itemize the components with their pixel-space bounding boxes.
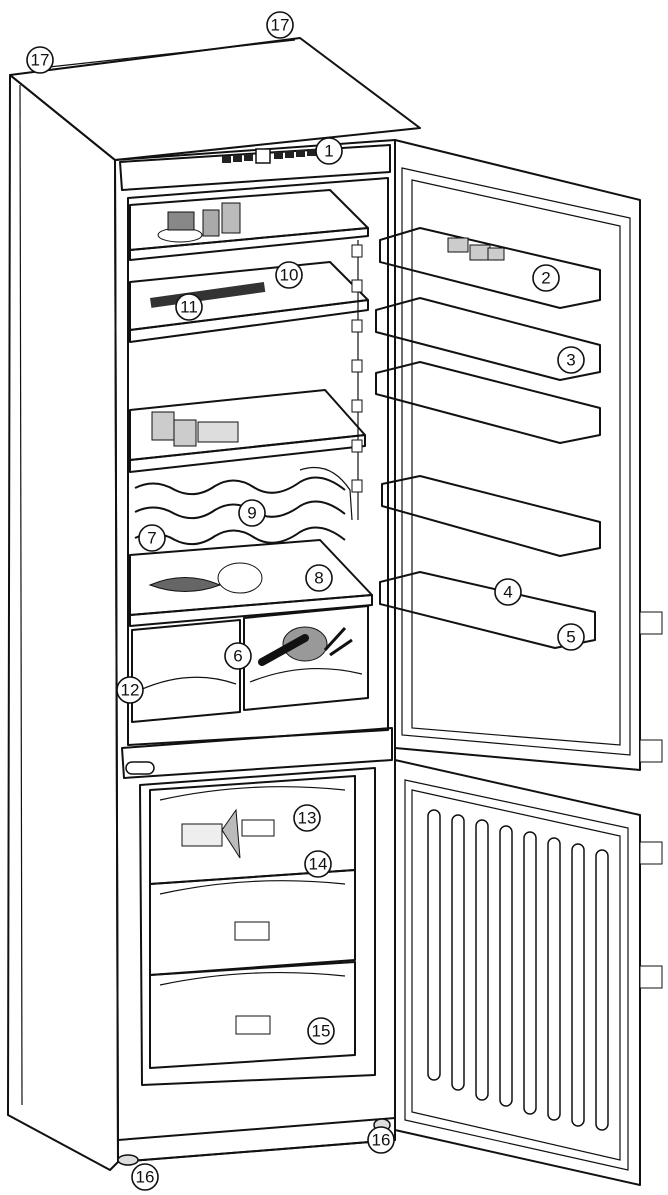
- callout-12: 12: [116, 676, 144, 704]
- callout-2: 2: [532, 264, 560, 292]
- callout-16-right: 16: [367, 1126, 395, 1154]
- freezer-door-ribs: [427, 809, 609, 1131]
- shelf-rails: [351, 240, 363, 520]
- callout-7: 7: [138, 524, 166, 552]
- callout-17-left: 17: [26, 46, 54, 74]
- svg-text:3: 3: [566, 351, 575, 370]
- freezer-drawers: [149, 775, 356, 1069]
- fridge-door: [394, 139, 663, 771]
- cabinet: [7, 37, 421, 1171]
- svg-text:14: 14: [309, 855, 328, 874]
- callout-3: 3: [557, 346, 585, 374]
- control-panel: [222, 148, 316, 164]
- svg-text:17: 17: [31, 51, 50, 70]
- callout-13: 13: [293, 804, 321, 832]
- door-bins: [375, 227, 601, 649]
- svg-text:10: 10: [280, 266, 299, 285]
- svg-text:15: 15: [312, 1022, 331, 1041]
- svg-text:1: 1: [324, 142, 333, 161]
- callout-9: 9: [238, 499, 266, 527]
- freezer-door: [394, 759, 663, 1186]
- callout-17-right: 17: [266, 11, 294, 39]
- svg-text:13: 13: [298, 809, 317, 828]
- svg-text:12: 12: [121, 681, 140, 700]
- svg-text:8: 8: [314, 569, 323, 588]
- callout-14: 14: [304, 850, 332, 878]
- svg-text:11: 11: [180, 298, 198, 317]
- svg-text:9: 9: [247, 504, 256, 523]
- svg-text:16: 16: [372, 1131, 391, 1150]
- callout-4: 4: [494, 578, 522, 606]
- callout-15: 15: [307, 1017, 335, 1045]
- svg-text:7: 7: [147, 529, 156, 548]
- food-items: [148, 202, 353, 666]
- svg-text:5: 5: [566, 628, 575, 647]
- callout-6: 6: [224, 642, 252, 670]
- glass-shelves: [129, 189, 369, 473]
- callout-16-left: 16: [131, 1163, 159, 1191]
- svg-text:16: 16: [136, 1168, 155, 1187]
- callout-10: 10: [275, 261, 303, 289]
- callout-11: 11: [175, 293, 203, 321]
- svg-text:4: 4: [503, 583, 512, 602]
- svg-text:2: 2: [541, 269, 550, 288]
- callout-8: 8: [305, 564, 333, 592]
- svg-text:6: 6: [233, 647, 242, 666]
- callout-5: 5: [557, 623, 585, 651]
- bottle-rack: [134, 466, 353, 546]
- svg-text:17: 17: [271, 16, 290, 35]
- callout-1: 1: [315, 137, 343, 165]
